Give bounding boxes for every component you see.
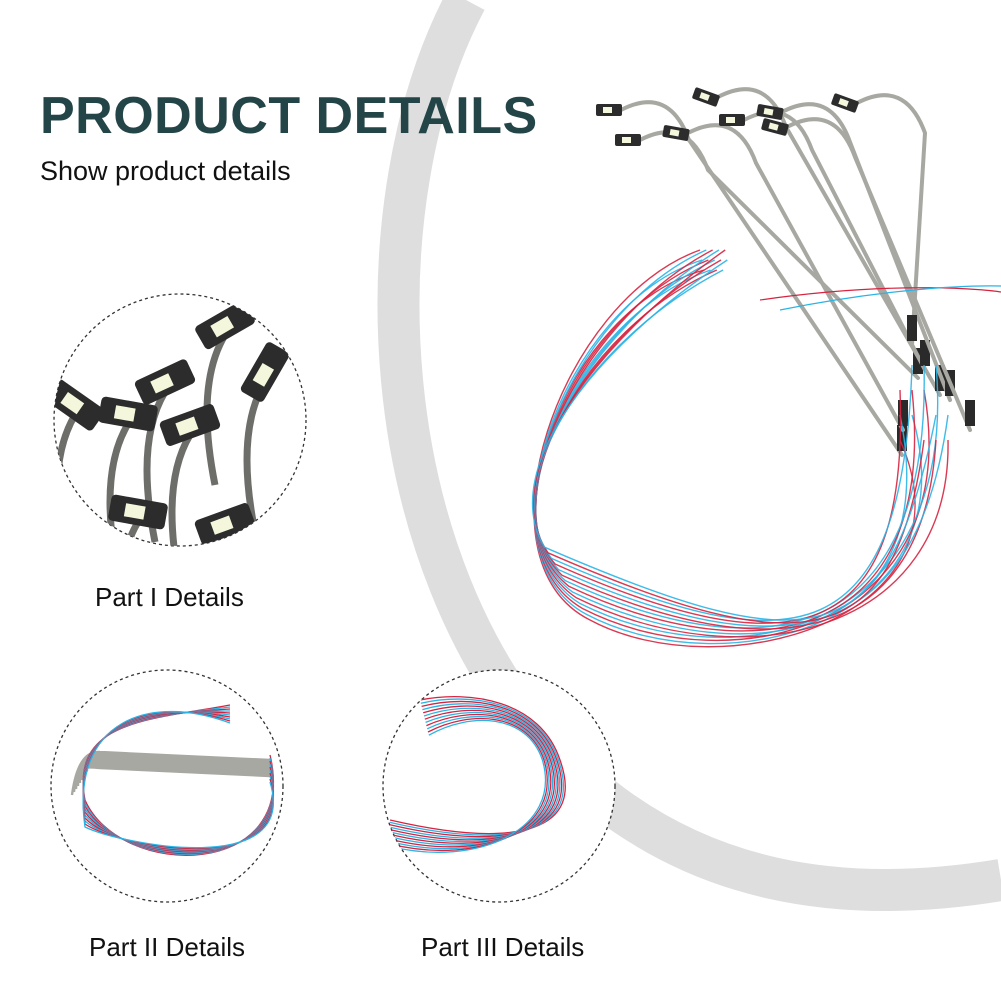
wire	[533, 259, 923, 645]
street-lamp-icon	[108, 494, 168, 530]
wire	[82, 711, 274, 853]
lamp-pole	[785, 117, 972, 432]
wire	[534, 249, 949, 627]
wire	[534, 249, 939, 638]
wire	[389, 700, 563, 838]
wire	[389, 713, 552, 848]
lamp-pole	[855, 93, 928, 347]
street-lamp-icon	[134, 359, 196, 405]
street-lamp-icon	[54, 379, 105, 431]
wire	[389, 709, 556, 844]
detail-circle-part-3	[382, 669, 616, 903]
wire	[532, 249, 925, 624]
wire	[535, 259, 925, 629]
page-subtitle: Show product details	[40, 156, 291, 186]
street-lamp-icon	[719, 114, 745, 126]
street-lamp-icon	[692, 87, 720, 107]
wire	[533, 249, 916, 648]
wire	[531, 259, 937, 621]
wire	[82, 706, 274, 856]
wire	[759, 287, 1001, 301]
street-lamp-icon	[159, 404, 221, 446]
caption-part-2: Part II Details	[89, 932, 246, 962]
street-lamp-icon	[596, 104, 622, 116]
detail-circle-part-2	[50, 669, 284, 903]
lamp-pole	[203, 333, 229, 486]
wire	[82, 704, 274, 856]
wire	[389, 719, 547, 853]
street-lamp-icon	[194, 503, 256, 545]
street-lamp-icon	[831, 93, 859, 113]
detail-circle-part-1	[53, 293, 307, 547]
wire	[389, 711, 554, 846]
street-lamp-icon	[761, 118, 789, 136]
lamp-pole	[638, 130, 920, 380]
pole-connector	[920, 340, 930, 366]
wire	[534, 259, 902, 624]
part-3-image	[389, 695, 566, 853]
wire	[389, 715, 550, 850]
wire	[389, 717, 548, 852]
caption-part-3: Part III Details	[421, 932, 585, 962]
wire	[534, 269, 930, 642]
part-2-image	[70, 704, 274, 856]
wire	[534, 259, 949, 638]
wire	[533, 269, 913, 621]
lamp-pole	[116, 520, 142, 546]
lamp-pole	[106, 422, 132, 546]
wire	[389, 695, 566, 835]
street-lamp-icon	[662, 125, 690, 141]
wire	[389, 698, 564, 836]
main-product-image	[531, 87, 1001, 648]
pole-connector	[913, 348, 923, 374]
pole-connector	[898, 400, 908, 426]
wire	[779, 285, 1001, 311]
page-title: PRODUCT DETAILS	[40, 87, 538, 145]
wire	[535, 249, 916, 632]
street-lamp-icon	[240, 342, 290, 402]
street-lamp-icon	[195, 300, 255, 350]
wire	[389, 703, 561, 839]
wire	[82, 710, 274, 849]
wire	[535, 269, 908, 635]
street-lamp-icon	[615, 134, 641, 146]
wire	[389, 707, 557, 843]
wire	[82, 710, 274, 854]
lamp-pole	[168, 433, 194, 546]
caption-part-1: Part I Details	[95, 582, 244, 612]
street-lamp-icon	[756, 104, 784, 120]
pole-connector	[907, 315, 917, 341]
pole-connector	[897, 425, 907, 451]
street-lamp-icon	[98, 396, 158, 432]
wire	[82, 708, 274, 855]
wire	[534, 269, 937, 630]
pole-connector	[965, 400, 975, 426]
lamp-pole	[686, 123, 905, 432]
lamp-pole	[742, 110, 927, 372]
wire	[389, 705, 559, 841]
